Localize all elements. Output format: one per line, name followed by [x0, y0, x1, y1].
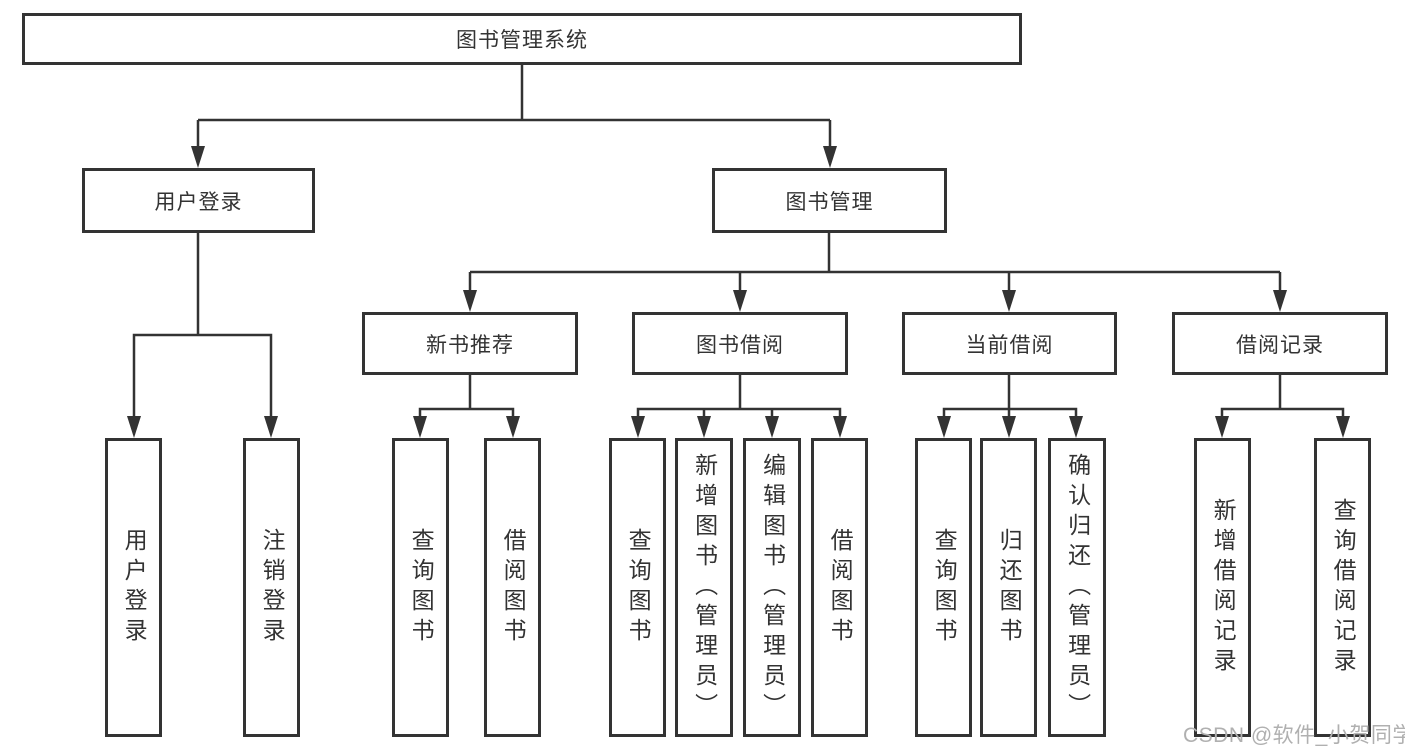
leaf-label: 新增借阅记录: [1210, 497, 1237, 678]
leaf-label: 查询图书: [408, 527, 435, 648]
leaf-query-borrow-record: 查询借阅记录: [1314, 438, 1371, 737]
leaf-query-books-borrow: 查询图书: [609, 438, 666, 737]
node-book-management: 图书管理: [712, 168, 947, 233]
leaf-label: 编辑图书（管理员）: [759, 452, 786, 723]
leaf-label: 借阅图书: [500, 527, 527, 648]
node-label: 借阅记录: [1236, 333, 1324, 357]
node-label: 新书推荐: [426, 333, 514, 357]
leaf-borrow-books-recommend: 借阅图书: [484, 438, 541, 737]
leaf-label: 借阅图书: [827, 527, 854, 648]
node-label: 当前借阅: [965, 333, 1054, 357]
leaf-label: 新增图书（管理员）: [691, 452, 718, 723]
leaf-query-books-current: 查询图书: [915, 438, 972, 737]
leaf-label: 归还图书: [996, 527, 1023, 648]
leaf-user-login: 用户登录: [105, 438, 162, 737]
leaf-logout: 注销登录: [243, 438, 300, 737]
csdn-watermark: CSDN @软件_小贺同学: [1183, 724, 1405, 747]
node-library-management-system: 图书管理系统: [22, 13, 1022, 65]
leaf-label: 查询借阅记录: [1330, 497, 1357, 678]
leaf-label: 用户登录: [121, 527, 148, 648]
leaf-query-books-recommend: 查询图书: [392, 438, 449, 737]
node-new-book-recommend: 新书推荐: [362, 312, 578, 375]
node-label: 图书管理: [785, 190, 874, 214]
leaf-edit-book-admin: 编辑图书（管理员）: [743, 438, 801, 737]
leaf-label: 确认归还（管理员）: [1064, 452, 1091, 723]
node-label: 用户登录: [154, 190, 243, 214]
node-label: 图书借阅: [696, 333, 784, 357]
leaf-label: 查询图书: [931, 527, 958, 648]
leaf-add-borrow-record: 新增借阅记录: [1194, 438, 1251, 737]
node-label: 图书管理系统: [456, 29, 588, 52]
leaf-add-book-admin: 新增图书（管理员）: [675, 438, 733, 737]
leaf-confirm-return-admin: 确认归还（管理员）: [1048, 438, 1106, 737]
node-user-login: 用户登录: [82, 168, 315, 233]
leaf-label: 注销登录: [259, 527, 286, 648]
leaf-return-books: 归还图书: [980, 438, 1037, 737]
node-borrowing-records: 借阅记录: [1172, 312, 1388, 375]
leaf-borrow-books: 借阅图书: [811, 438, 868, 737]
leaf-label: 查询图书: [625, 527, 652, 648]
node-current-borrowing: 当前借阅: [902, 312, 1117, 375]
node-book-borrowing: 图书借阅: [632, 312, 848, 375]
